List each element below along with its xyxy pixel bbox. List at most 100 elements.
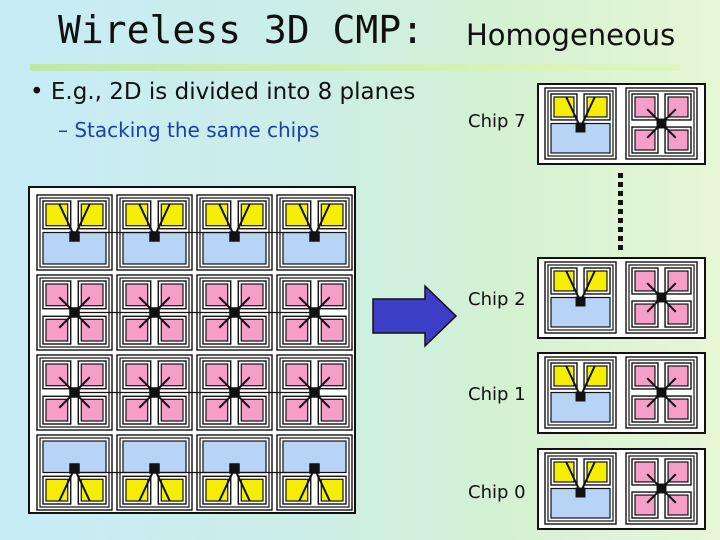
link-line [313, 203, 331, 237]
tile-inner [547, 455, 614, 522]
grid-2d-layout [28, 186, 356, 514]
tile-inner [628, 455, 695, 522]
core-pink-frame [237, 395, 267, 425]
core-pink-frame [122, 280, 152, 310]
core-yellow-frame [583, 93, 611, 121]
chip-panel [537, 83, 706, 165]
tile-outer [625, 87, 698, 160]
core-pink-frame [664, 395, 692, 423]
router-node [575, 391, 586, 402]
grid-tile [36, 194, 113, 271]
core-yellow-frame [202, 200, 232, 230]
router-node [229, 463, 240, 474]
core-yellow-frame [122, 200, 152, 230]
arrow-right-icon [372, 284, 458, 348]
link-line [153, 203, 171, 237]
grid-tile [276, 434, 353, 511]
link-line [218, 468, 236, 502]
core-pink-frame [157, 280, 187, 310]
slide-title: Wireless 3D CMP: [58, 8, 425, 52]
core-yellow-frame [282, 200, 312, 230]
core-pink-frame [77, 360, 107, 390]
link-line [138, 203, 156, 237]
core-pink-frame [317, 315, 347, 345]
core-pink-frame [664, 93, 692, 121]
link-line [73, 203, 91, 237]
core-pink-frame [631, 458, 659, 486]
link-line [153, 468, 171, 502]
core-pink-frame [42, 395, 72, 425]
ellipsis-dot [618, 236, 623, 241]
core-pink-frame [317, 280, 347, 310]
core-pink-frame [77, 315, 107, 345]
router-node [656, 292, 667, 303]
core-pink-frame [664, 300, 692, 328]
router-node [656, 387, 667, 398]
core-yellow-frame [317, 200, 347, 230]
slide-subtitle: Homogeneous [466, 18, 676, 52]
core-pink-frame [631, 93, 659, 121]
link-line [298, 468, 316, 502]
grid-tile [276, 194, 353, 271]
router-node [229, 231, 240, 242]
ellipsis-dot [618, 245, 623, 250]
tile-inner [628, 359, 695, 426]
core-pink-frame [42, 280, 72, 310]
grid-row [36, 434, 353, 511]
chip-7-label: Chip 7 [468, 111, 526, 132]
core-yellow-frame [282, 475, 312, 505]
chip-panel [537, 352, 706, 434]
core-yellow-frame [550, 267, 578, 295]
core-pink-frame [664, 126, 692, 154]
grid-tile [36, 354, 113, 431]
core-yellow-frame [42, 475, 72, 505]
router-node [149, 463, 160, 474]
link-line [579, 461, 596, 493]
tile-outer [544, 87, 617, 160]
core-pink-frame [282, 315, 312, 345]
tile-outer [544, 452, 617, 525]
link-line [579, 96, 596, 128]
core-pink-frame [664, 362, 692, 390]
core-yellow-frame [157, 200, 187, 230]
core-pink-frame [42, 315, 72, 345]
grid-tile [116, 194, 193, 271]
ellipsis-dot [618, 173, 623, 178]
core-pink-frame [237, 315, 267, 345]
ellipsis-dot [618, 200, 623, 205]
ellipsis-dot [618, 182, 623, 187]
core-pink-frame [631, 126, 659, 154]
link-line [565, 461, 582, 493]
link-line [313, 468, 331, 502]
link-line [218, 203, 236, 237]
chip-1-label: Chip 1 [468, 384, 526, 405]
core-pink-frame [631, 300, 659, 328]
grid-row [36, 194, 353, 271]
link-line [233, 203, 251, 237]
core-pink-frame [122, 315, 152, 345]
core-yellow-frame [583, 458, 611, 486]
core-pink-frame [202, 360, 232, 390]
title-underline [30, 64, 680, 71]
core-pink-frame [157, 395, 187, 425]
core-yellow-frame [550, 362, 578, 390]
core-yellow-frame [77, 475, 107, 505]
router-node [575, 122, 586, 133]
core-pink-frame [317, 395, 347, 425]
core-pink-frame [664, 491, 692, 519]
core-pink-frame [202, 395, 232, 425]
link-line [565, 96, 582, 128]
chip-panel [537, 257, 706, 339]
tile-outer [625, 356, 698, 429]
core-pink-frame [77, 280, 107, 310]
router-node [575, 487, 586, 498]
router-node [309, 463, 320, 474]
tile-outer [544, 356, 617, 429]
core-pink-frame [202, 315, 232, 345]
core-pink-frame [631, 491, 659, 519]
core-pink-frame [282, 360, 312, 390]
core-pink-frame [122, 360, 152, 390]
arrow-shape [372, 284, 458, 348]
